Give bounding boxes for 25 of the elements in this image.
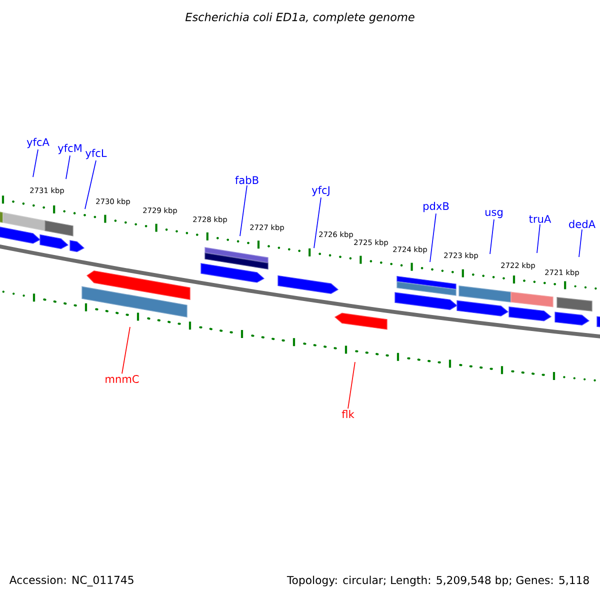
leader-line bbox=[348, 362, 356, 410]
title: Escherichia coli ED1a, complete genome bbox=[185, 12, 414, 24]
leader-line bbox=[66, 155, 70, 180]
gene-label: usg bbox=[485, 210, 502, 218]
gene-label: yfcJ bbox=[312, 186, 330, 196]
accession-text: Accession: NC_011745 bbox=[9, 576, 134, 586]
gene-label: truA bbox=[529, 215, 552, 223]
gene-label: yfcM bbox=[58, 144, 82, 154]
gene-label: yfcL bbox=[86, 148, 107, 160]
leader-line bbox=[430, 213, 436, 262]
leader-line bbox=[490, 219, 494, 254]
genome-stats: Topology: circular; Length: 5,209,548 bp; Genes: 5,118 bbox=[286, 576, 589, 586]
leader-line bbox=[32, 149, 38, 178]
gene-label: dedA bbox=[569, 220, 596, 228]
gene-label: pdxB bbox=[424, 202, 449, 212]
leader-line bbox=[536, 224, 540, 254]
leader-line bbox=[122, 326, 130, 374]
gene-label: flk bbox=[342, 410, 354, 418]
gene-label: yfcA bbox=[26, 138, 50, 148]
gene-label: mnmC bbox=[106, 375, 139, 383]
leader-line bbox=[578, 229, 582, 258]
gene-label: fabB bbox=[235, 176, 258, 184]
leader-line bbox=[240, 185, 248, 236]
leader-line bbox=[84, 160, 96, 210]
leader-line bbox=[314, 197, 322, 248]
